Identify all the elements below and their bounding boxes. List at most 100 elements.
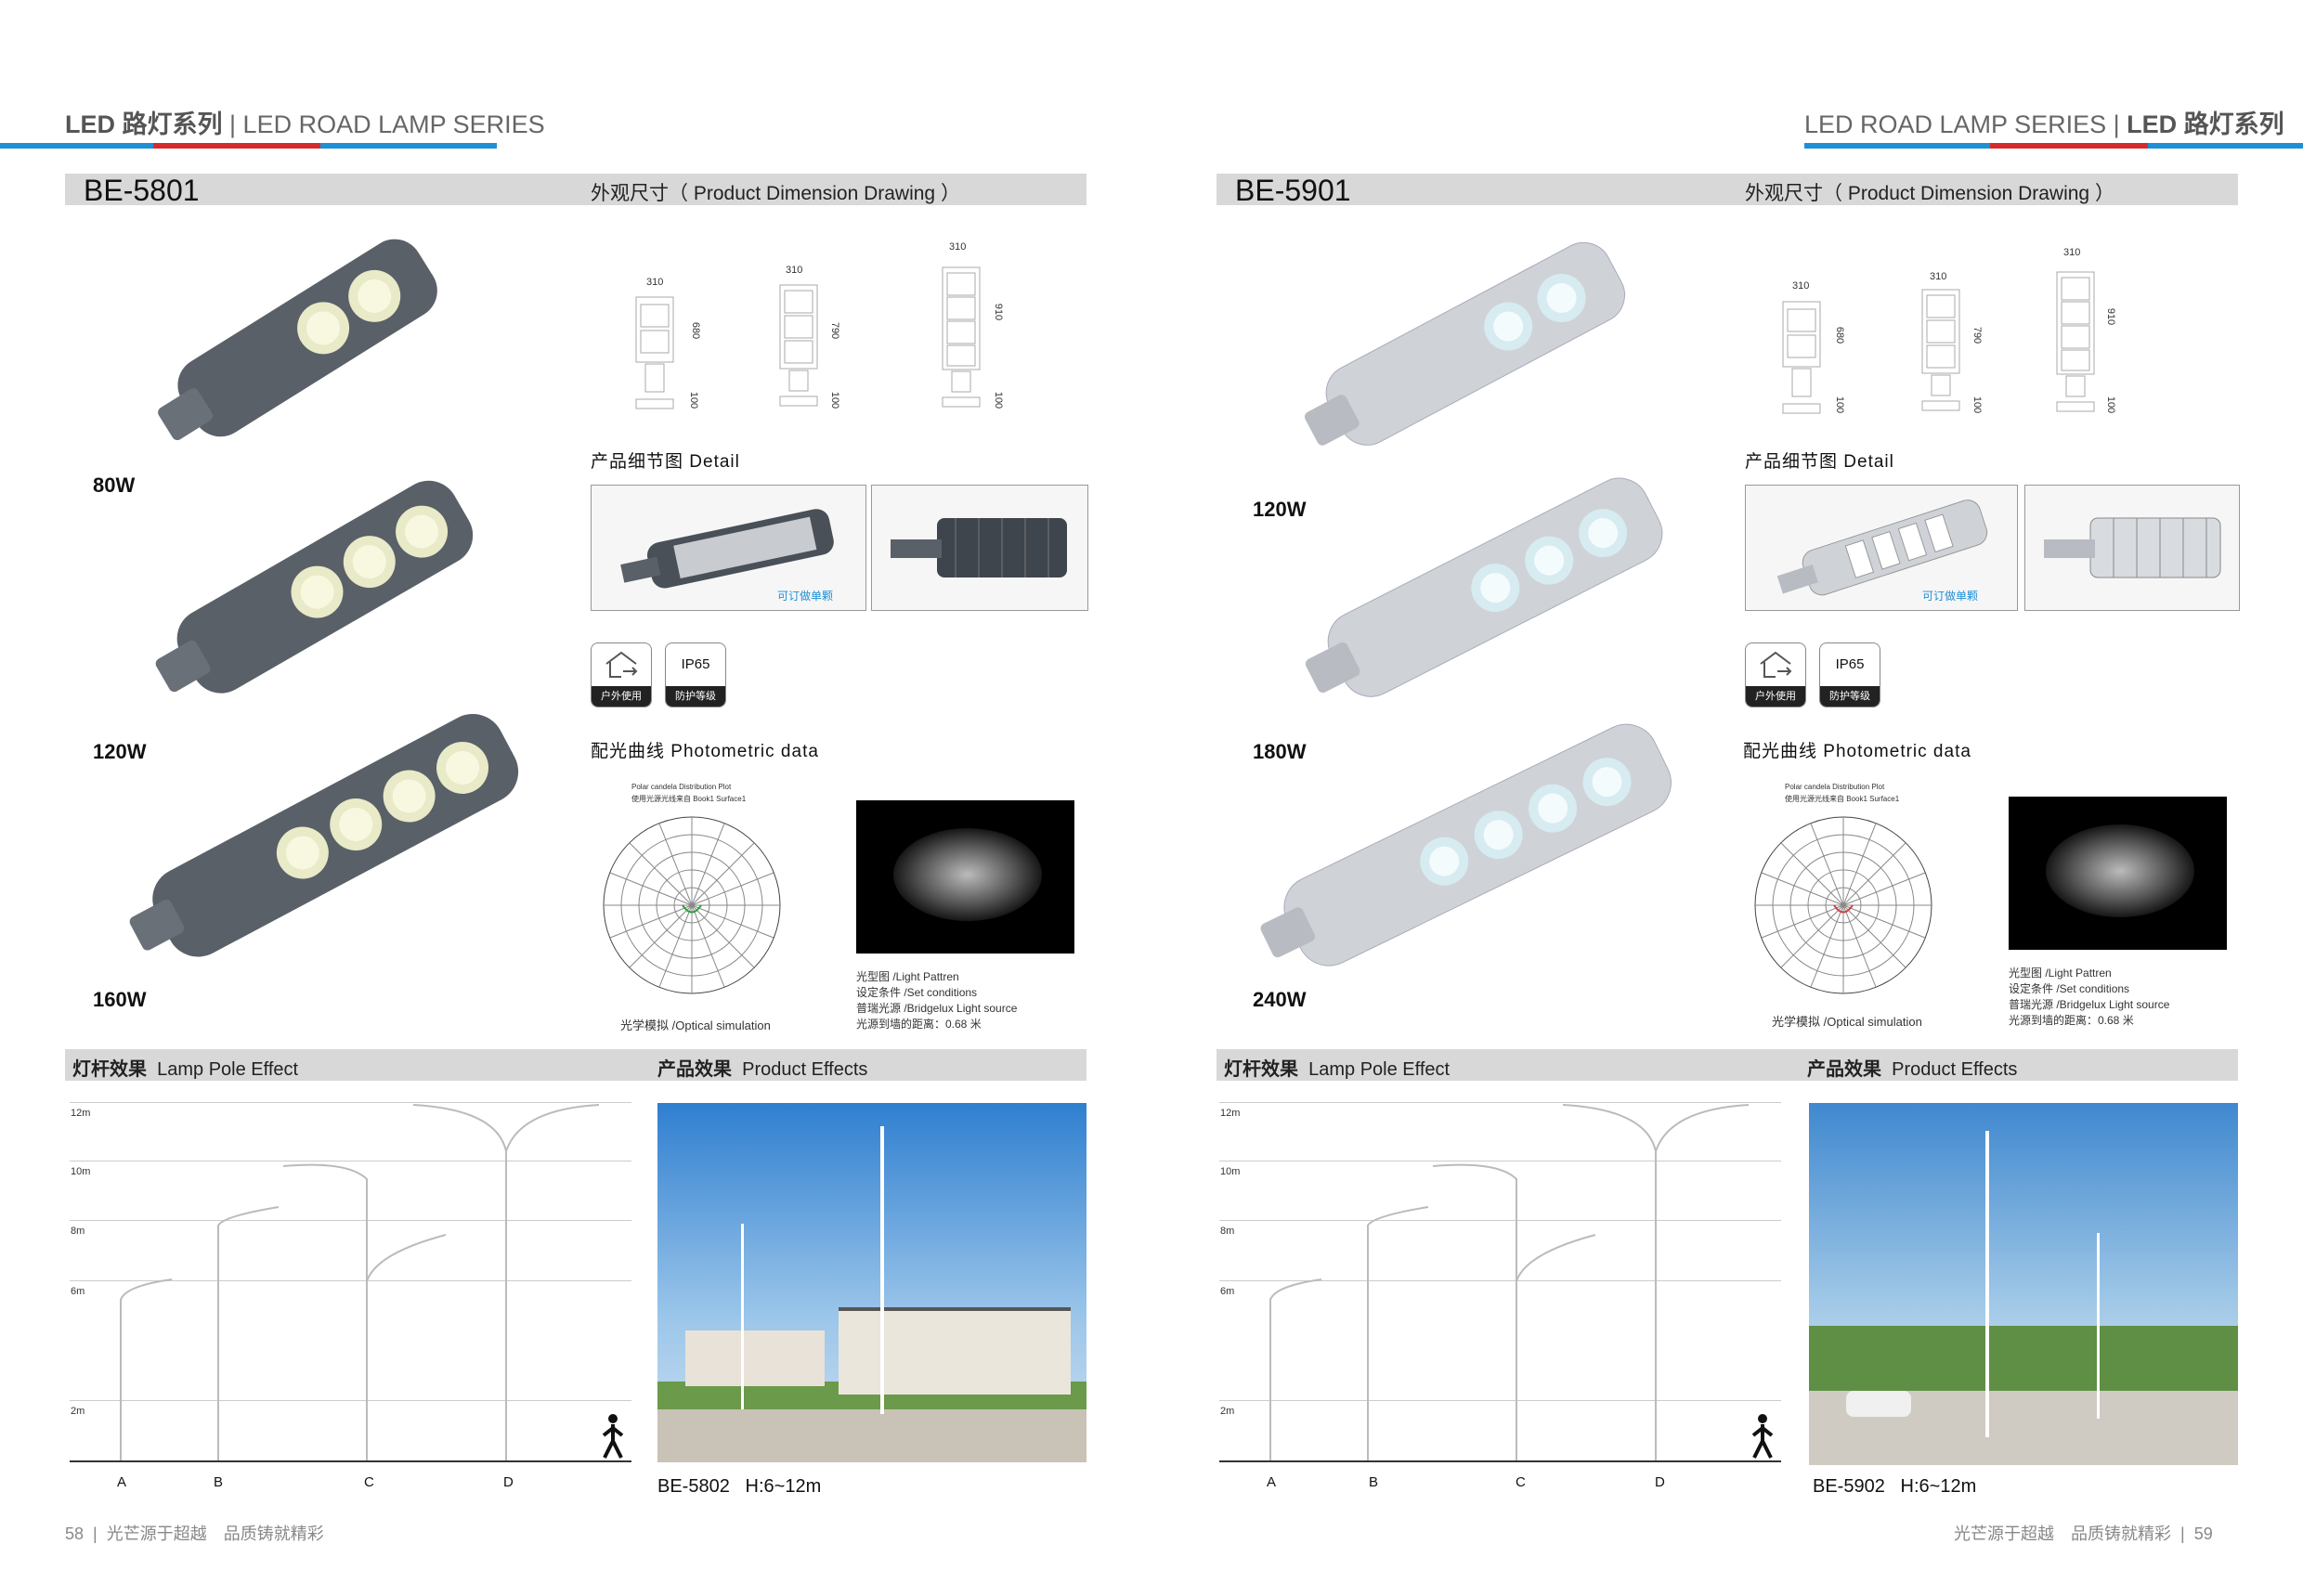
pole-effect-title: 灯杆效果 Lamp Pole Effect: [1224, 1059, 1451, 1080]
dimension-label: 外观尺寸（ Product Dimension Drawing ）: [591, 183, 960, 204]
pole-label-b: B: [214, 1474, 224, 1490]
height-label: 12m: [1220, 1108, 1241, 1119]
height-label: 6m: [1220, 1286, 1235, 1297]
polar-subtitle: 使用光源光线来自 Book1 Surface1: [1785, 795, 1900, 803]
person-scale-icon: [602, 1414, 624, 1459]
detail-image-back: [871, 485, 1088, 611]
dim-height: 790: [829, 321, 841, 340]
light-notes: 光型图 /Light Pattren 设定条件 /Set conditions …: [856, 970, 1018, 1031]
ground-line: [1219, 1460, 1781, 1462]
dim-base: 100: [1834, 396, 1846, 414]
grid-line-8m: [1219, 1220, 1781, 1221]
lamp-180w-image: [1305, 477, 1663, 697]
dim-height: 790: [1971, 326, 1984, 344]
pole-label-c: C: [364, 1474, 374, 1490]
optical-simulation-label: 光学模拟 /Optical simulation: [1772, 1015, 1922, 1029]
photometric-heading: 配光曲线 Photometric data: [1743, 742, 1971, 761]
dim-height: 910: [993, 303, 1005, 321]
person-scale-icon: [1751, 1414, 1774, 1459]
watt-label: 180W: [1253, 740, 1307, 763]
model-number: BE-5901: [1235, 174, 1351, 207]
detail-image-front: 可订做单颗: [591, 485, 866, 611]
dim-width: 310: [1930, 271, 1947, 282]
height-label: 2m: [71, 1406, 85, 1417]
light-notes: 光型图 /Light Pattren 设定条件 /Set conditions …: [2009, 967, 2170, 1027]
height-label: 8m: [1220, 1226, 1235, 1237]
pole-label-d: D: [1655, 1474, 1665, 1490]
watt-label: 240W: [1253, 988, 1307, 1011]
detail-image-back: [2024, 485, 2240, 611]
model-number: BE-5801: [84, 174, 200, 207]
pole-effect-title: 灯杆效果 Lamp Pole Effect: [72, 1059, 299, 1080]
dim-width: 310: [949, 241, 967, 253]
watt-label: 120W: [1253, 498, 1307, 521]
grid-line-6m: [70, 1280, 631, 1281]
dim-height: 910: [2105, 307, 2117, 326]
accent-red-bar: [1990, 143, 2148, 149]
lamp-80w-image: [158, 239, 437, 441]
optical-simulation-label: 光学模拟 /Optical simulation: [620, 1019, 771, 1032]
page-footer: 光芒源于超越 品质铸就精彩 | 59: [1954, 1525, 2213, 1543]
polar-distribution-plot: [603, 816, 781, 994]
polar-subtitle: 使用光源光线来自 Book1 Surface1: [631, 795, 747, 803]
dimension-drawing: [779, 284, 818, 407]
product-effect-title: 产品效果 Product Effects: [1807, 1059, 2018, 1080]
height-label: 6m: [71, 1286, 85, 1297]
outdoor-use-badge: 户外使用: [1745, 642, 1806, 707]
photometric-heading: 配光曲线 Photometric data: [591, 742, 819, 761]
height-label: 10m: [71, 1166, 91, 1177]
watt-label: 120W: [93, 740, 147, 763]
photo-caption: BE-5902 H:6~12m: [1813, 1476, 1977, 1497]
ip65-badge: IP65 防护等级: [1819, 642, 1880, 707]
grid-line-12m: [70, 1102, 631, 1103]
accent-red-bar: [153, 143, 320, 149]
dimension-label: 外观尺寸（ Product Dimension Drawing ）: [1745, 183, 2114, 204]
watt-label: 80W: [93, 474, 136, 497]
dim-width: 310: [2063, 247, 2081, 258]
model-band: [1217, 174, 2238, 205]
pole-label-d: D: [503, 1474, 514, 1490]
accent-blue-bar: [2148, 143, 2303, 149]
grid-line-2m: [1219, 1400, 1781, 1401]
height-label: 10m: [1220, 1166, 1241, 1177]
light-pattern-image: [2009, 797, 2227, 950]
detail-heading: 产品细节图 Detail: [591, 452, 740, 472]
dim-height: 680: [690, 321, 702, 340]
pole-drawings: [1269, 1104, 1750, 1460]
section-band: [1217, 1049, 2238, 1081]
grid-line-12m: [1219, 1102, 1781, 1103]
dim-base: 100: [2105, 396, 2117, 414]
accent-blue-bar: [1804, 143, 1990, 149]
dim-base: 100: [1971, 396, 1984, 414]
lamp-240w-image: [1260, 723, 1672, 967]
ip65-badge: IP65 防护等级: [665, 642, 726, 707]
model-band: [65, 174, 1086, 205]
pole-label-b: B: [1369, 1474, 1379, 1490]
dim-base: 100: [829, 391, 841, 409]
dim-width: 310: [786, 265, 803, 276]
dimension-drawing: [1782, 301, 1821, 414]
detail-image-front: 可订做单颗: [1745, 485, 2018, 611]
dimension-drawing: [942, 266, 981, 408]
dimension-drawing: [2056, 271, 2095, 412]
detail-note: 可订做单颗: [1922, 590, 1979, 603]
watt-label: 160W: [93, 988, 147, 1011]
outdoor-use-badge: 户外使用: [591, 642, 652, 707]
dimension-drawing: [1921, 289, 1960, 411]
product-photo: [657, 1103, 1086, 1462]
product-photo: [1809, 1103, 2238, 1465]
lamp-160w-image: [129, 713, 519, 957]
pole-label-a: A: [1267, 1474, 1277, 1490]
polar-distribution-plot: [1754, 816, 1932, 994]
series-title: LED 路灯系列 | LED ROAD LAMP SERIES: [65, 110, 545, 138]
dimension-drawing: [635, 296, 674, 409]
height-label: 2m: [1220, 1406, 1235, 1417]
grid-line-2m: [70, 1400, 631, 1401]
dim-width: 310: [1792, 280, 1810, 292]
dim-height: 680: [1834, 326, 1846, 344]
pole-drawings: [120, 1104, 600, 1460]
polar-title: Polar candela Distribution Plot: [631, 783, 732, 791]
height-label: 12m: [71, 1108, 91, 1119]
section-band: [65, 1049, 1086, 1081]
accent-blue-bar: [0, 143, 153, 149]
